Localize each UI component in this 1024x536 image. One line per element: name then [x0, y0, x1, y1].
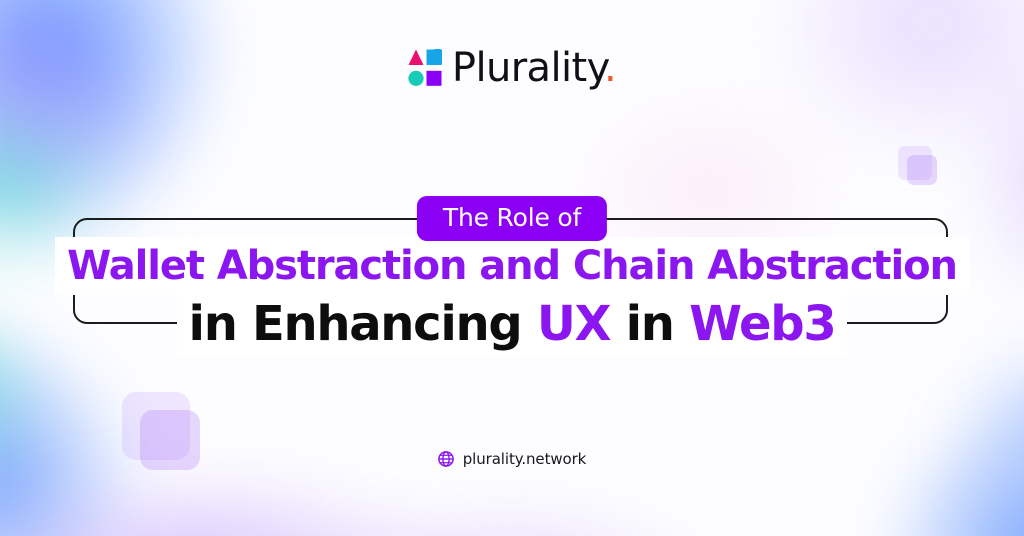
- footer-url-text: plurality.network: [462, 450, 587, 468]
- gradient-blob-left-blue: [0, 330, 140, 536]
- headline-line-2-inner: in Enhancing UX in Web3: [182, 296, 842, 352]
- plurality-logo-mark-icon: [408, 49, 442, 86]
- brand-logo: Plurality.: [0, 48, 1024, 88]
- eyebrow-badge: The Role of: [416, 196, 608, 241]
- gradient-blob-bottom-violet: [0, 470, 460, 536]
- decorative-square-bottom-left-back: [122, 392, 190, 460]
- logo-dot: .: [603, 45, 617, 91]
- headline-part-web3: Web3: [689, 296, 837, 352]
- gradient-blob-bottom-violet-2: [300, 500, 720, 536]
- headline-line-1: Wallet Abstraction and Chain Abstraction: [0, 243, 1024, 289]
- gradient-blob-bottom-right-blue: [880, 400, 1024, 536]
- decorative-square-top-right-back: [898, 146, 932, 180]
- decorative-square-top-right-front: [907, 155, 937, 185]
- decorative-square-bottom-left-front: [140, 410, 200, 470]
- headline-part-in: in: [610, 296, 690, 352]
- gradient-blob-right-blue: [950, 330, 1024, 530]
- footer-url-lockup: plurality.network: [0, 450, 1024, 468]
- globe-icon: [437, 451, 454, 467]
- logo-wordmark: Plurality.: [451, 45, 617, 91]
- gradient-blob-top-left-violet: [0, 0, 150, 220]
- title-block: The Role of Wallet Abstraction and Chain…: [0, 196, 1024, 356]
- headline-line-1-text: Wallet Abstraction and Chain Abstraction: [61, 243, 963, 289]
- headline-part-in-enhancing: in Enhancing: [188, 296, 537, 352]
- headline-line-2: in Enhancing UX in Web3: [0, 296, 1024, 352]
- logo-wordmark-text: Plurality: [451, 45, 605, 91]
- headline-part-ux: UX: [536, 296, 612, 352]
